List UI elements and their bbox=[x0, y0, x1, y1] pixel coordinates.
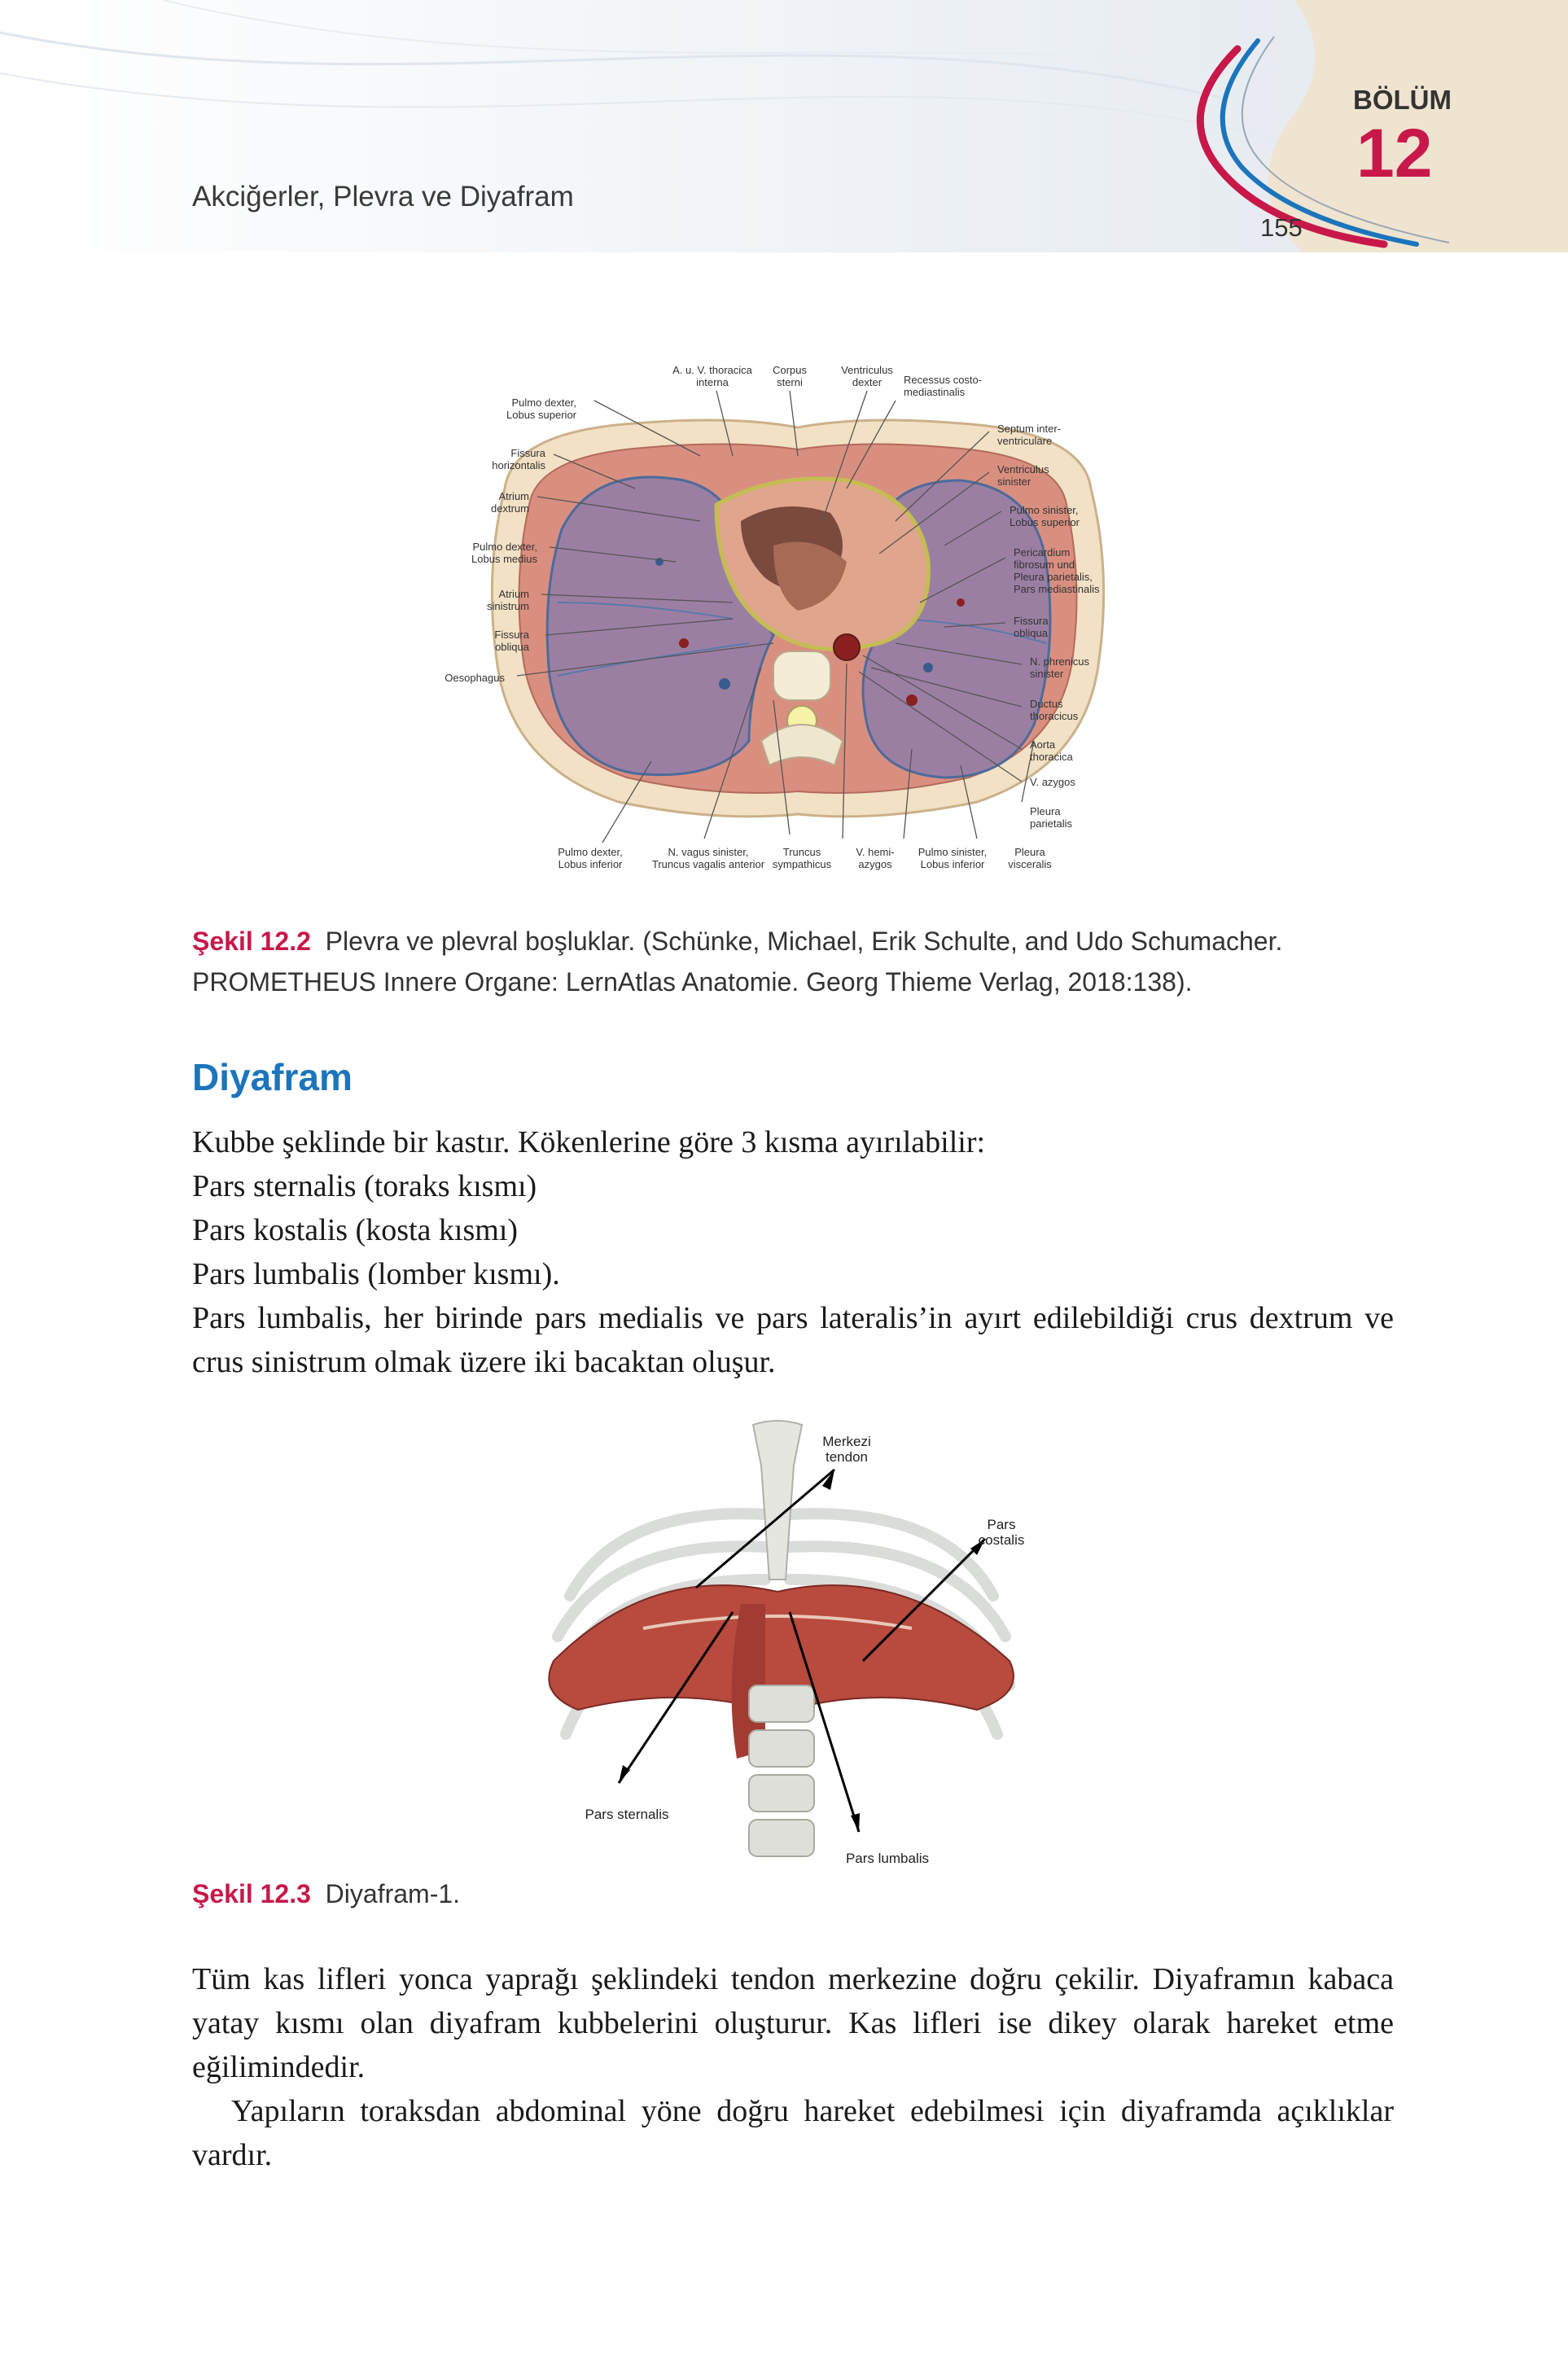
label-a-u-v-thoracica-interna: A. u. V. thoracica interna bbox=[672, 364, 752, 388]
paragraph: Tüm kas lifleri yonca yaprağı şeklindeki… bbox=[192, 1962, 1394, 2084]
label-n-phrenicus-sinister: N. phrenicus sinister bbox=[1030, 655, 1089, 680]
label-pulmo-sinister-lobus-superior: Pulmo sinister, Lobus superior bbox=[1010, 504, 1080, 528]
label-pulmo-sinister-lobus-inferior: Pulmo sinister, Lobus inferior bbox=[918, 846, 988, 870]
label-oesophagus: Oesophagus bbox=[445, 672, 505, 684]
label-v-azygos: V. azygos bbox=[1030, 776, 1075, 788]
label-pulmo-dexter-lobus-superior: Pulmo dexter, Lobus superior bbox=[506, 397, 576, 421]
paragraph: Pars lumbalis (lomber kısmı). bbox=[192, 1257, 560, 1291]
label-merkezi-tendon: Merkezi tendon bbox=[822, 1434, 871, 1465]
chapter-label: BÖLÜM bbox=[1353, 85, 1452, 115]
caption-text: Plevra ve plevral boşluklar. (Schünke, M… bbox=[192, 927, 1283, 997]
label-fissura-obliqua-left: Fissura obliqua bbox=[1014, 615, 1049, 639]
label-corpus-sterni: Corpus sterni bbox=[773, 364, 807, 388]
label-recessus-costomediastinalis: Recessus costo- mediastinalis bbox=[904, 374, 983, 398]
page-header: Akciğerler, Plevra ve Diyafram BÖLÜM 12 … bbox=[0, 0, 1568, 252]
figure-caption-12-3: Şekil 12.3 Diyafram-1. bbox=[192, 1874, 843, 1915]
label-septum-interventriculare: Septum inter- ventriculare bbox=[997, 423, 1062, 447]
figure-thorax-cross-section: Pulmo dexter, Lobus superior Fissura hor… bbox=[391, 358, 1213, 879]
chapter-number: 12 bbox=[1356, 115, 1433, 191]
section-heading: Diyafram bbox=[192, 1056, 353, 1098]
label-atrium-sinistrum: Atrium sinistrum bbox=[486, 588, 529, 612]
paragraph: Pars sternalis (toraks kısmı) bbox=[192, 1169, 537, 1203]
label-pleura-parietalis: Pleura parietalis bbox=[1030, 805, 1073, 830]
label-pars-costalis: Pars costalis bbox=[978, 1517, 1025, 1548]
label-atrium-dextrum: Atrium dextrum bbox=[491, 490, 529, 515]
label-fissura-horizontalis: Fissura horizontalis bbox=[492, 447, 545, 471]
label-ventriculus-dexter: Ventriculus dexter bbox=[841, 364, 893, 388]
paragraph: Kubbe şeklinde bir kastır. Kökenlerine g… bbox=[192, 1125, 986, 1159]
caption-text: Diyafram-1. bbox=[325, 1879, 461, 1908]
label-pleura-visceralis: Pleura visceralis bbox=[1008, 846, 1052, 870]
paragraph: Yapıların toraksdan abdominal yöne doğru… bbox=[192, 2094, 1394, 2172]
body-block-1: Kubbe şeklinde bir kastır. Kökenlerine g… bbox=[192, 1120, 1394, 1384]
diaphragm-illustration bbox=[548, 1420, 1015, 1857]
figure-caption-12-2: Şekil 12.2 Plevra ve plevral boşluklar. … bbox=[192, 922, 1394, 1002]
label-n-vagus-sinister: N. vagus sinister, Truncus vagalis anter… bbox=[651, 846, 765, 870]
label-ductus-thoracicus: Ductus thoracicus bbox=[1030, 698, 1079, 722]
label-pars-sternalis: Pars sternalis bbox=[585, 1807, 669, 1822]
caption-label: Şekil 12.3 bbox=[192, 1879, 311, 1908]
label-pars-lumbalis: Pars lumbalis bbox=[845, 1851, 930, 1866]
label-pericardium: Pericardium fibrosum und Pleura parietal… bbox=[1014, 546, 1100, 595]
header-decoration bbox=[0, 0, 1568, 252]
label-pulmo-dexter-lobus-inferior: Pulmo dexter, Lobus inferior bbox=[558, 846, 623, 870]
thorax-cross-section-illustration bbox=[490, 390, 1106, 843]
label-pulmo-dexter-lobus-medius: Pulmo dexter, Lobus medius bbox=[471, 541, 537, 565]
label-v-hemiazygos: V. hemi- azygos bbox=[856, 846, 895, 870]
body-block-2: Tüm kas lifleri yonca yaprağı şeklindeki… bbox=[192, 1957, 1394, 2177]
paragraph: Pars kostalis (kosta kısmı) bbox=[192, 1213, 519, 1247]
caption-label: Şekil 12.2 bbox=[192, 927, 311, 956]
page-number: 155 bbox=[1260, 213, 1303, 242]
running-title: Akciğerler, Plevra ve Diyafram bbox=[192, 181, 574, 213]
figure-diaphragm: Merkezi tendon Pars costalis Pars sterna… bbox=[521, 1417, 1050, 1873]
label-fissura-obliqua-right: Fissura obliqua bbox=[494, 629, 529, 653]
label-truncus-sympathicus: Truncus sympathicus bbox=[772, 846, 832, 870]
label-ventriculus-sinister: Ventriculus sinister bbox=[997, 463, 1049, 488]
paragraph: Pars lumbalis, her birinde pars medialis… bbox=[192, 1301, 1394, 1379]
label-aorta-thoracica: Aorta thoracica bbox=[1030, 738, 1073, 763]
